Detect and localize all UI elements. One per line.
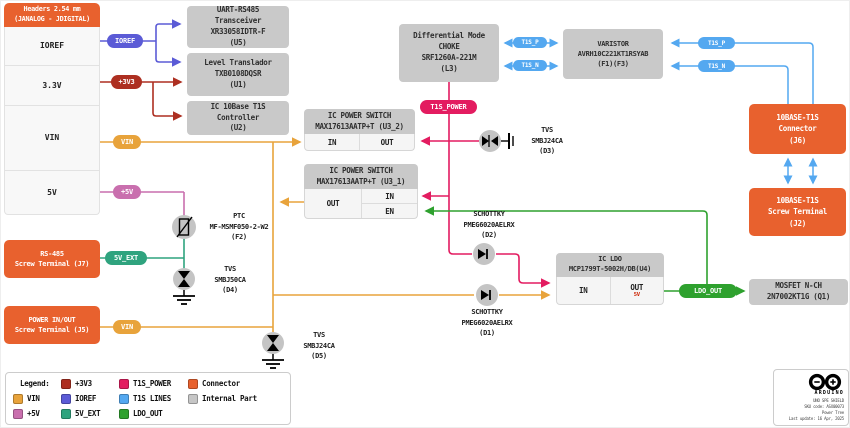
legend-swatch xyxy=(119,393,129,404)
branding-block: ARDUINO UNO SPE SHIELD SKU code: ASX0007… xyxy=(773,369,849,426)
legend-swatch xyxy=(13,393,23,404)
tvs-d5-icon xyxy=(262,332,284,369)
p5v-net xyxy=(100,191,185,216)
label-d1-schottky: SCHOTTKY PMEG6020AELRX (D1) xyxy=(461,308,513,337)
pin-vin: VIN xyxy=(5,104,99,170)
u3-1-en-pin: EN xyxy=(361,203,417,218)
u3-1-title: IC POWER SWITCH MAX17613AATP+T (U3_1) xyxy=(304,164,418,189)
component-u4-ldo: IC LDO MCP1799T-5002H/DB(U4) IN OUT 5V xyxy=(556,253,664,305)
legend-swatch xyxy=(188,378,198,389)
legend-swatch xyxy=(61,378,71,389)
connector-j5: POWER IN/OUT Screw Terminal (J5) xyxy=(4,306,100,344)
u4-title: IC LDO MCP1799T-5002H/DB(U4) xyxy=(556,253,664,277)
legend-item: Connector xyxy=(188,378,290,389)
u3-1-in-pin: IN xyxy=(361,189,417,203)
label-d5-tvs: TVS SMBJ24CA (D5) xyxy=(303,331,335,360)
legend-item: LDO_OUT xyxy=(119,408,188,419)
brand-info: UNO SPE SHIELD SKU code: ASX00073 Power … xyxy=(788,398,844,421)
net-pill-ioref: IOREF xyxy=(107,34,143,48)
net-pill-ldo-out: LDO_OUT xyxy=(679,284,737,298)
legend-item: 5V_EXT xyxy=(61,408,119,419)
brand-name: ARDUINO xyxy=(814,390,844,396)
legend: Legend: +3V3 T1S_POWER Connector VIN IOR… xyxy=(5,372,291,425)
net-pill-t1s-power: T1S_POWER xyxy=(420,100,477,114)
net-pill-vin-j5: VIN xyxy=(113,320,141,334)
component-q1-mosfet: MOSFET N-CH 2N7002KT1G (Q1) xyxy=(749,279,848,305)
u4-out-label: OUT xyxy=(630,282,644,292)
ptc-fuse-icon xyxy=(172,215,196,239)
p3v3-net xyxy=(100,77,183,121)
label-d2-schottky: SCHOTTKY PMEG6020AELRX (D2) xyxy=(463,210,515,239)
u3-1-out-pin: OUT xyxy=(326,199,340,208)
net-pill-t1s-p-left: T1S_P xyxy=(513,37,547,48)
schottky-d1-icon xyxy=(476,284,498,306)
u3-2-out-pin: OUT xyxy=(359,134,414,150)
schottky-d2-icon xyxy=(473,243,495,265)
legend-swatch xyxy=(61,393,71,404)
legend-swatch xyxy=(13,408,23,419)
tvs-d4-icon xyxy=(173,268,195,305)
pin-ioref: IOREF xyxy=(39,41,65,51)
component-l3-choke: Differential Mode CHOKE SRF1260A-221M (L… xyxy=(399,24,499,82)
legend-item: Internal Part xyxy=(188,393,290,404)
arduino-logo-icon xyxy=(808,373,842,391)
label-d4-tvs: TVS SMBJ50CA (D4) xyxy=(214,265,246,294)
net-pill-t1s-n-left: T1S_N xyxy=(513,60,547,71)
legend-item: T1S_POWER xyxy=(119,378,188,389)
u3-2-in-pin: IN xyxy=(327,137,337,147)
component-f1f3-varistor: VARISTOR AVRH10C221KT1RSYAB (F1)(F3) xyxy=(563,29,663,79)
connector-j6: 10BASE-T1S Connector (J6) xyxy=(749,104,846,154)
net-pill-vin: VIN xyxy=(113,135,141,149)
component-u1-level-translator: Level Translador TXB0108DQSR (U1) xyxy=(187,53,289,96)
connector-j7: RS-485 Screw Terminal (J7) xyxy=(4,240,100,278)
component-u5-uart-rs485: UART-RS485 Transceiver XR33058IDTR-F (U5… xyxy=(187,5,289,48)
component-u3-1-power-switch: IC POWER SWITCH MAX17613AATP+T (U3_1) OU… xyxy=(304,164,418,219)
net-pill-5v-ext: 5V_EXT xyxy=(105,251,147,265)
legend-title: Legend: xyxy=(20,379,50,388)
pin-5v: 5V xyxy=(5,169,99,214)
u4-out-pin: OUT 5V xyxy=(609,276,664,304)
u3-2-title: IC POWER SWITCH MAX17613AATP+T (U3_2) xyxy=(304,109,415,134)
component-u3-2-power-switch: IC POWER SWITCH MAX17613AATP+T (U3_2) IN… xyxy=(304,109,415,151)
connector-j2: 10BASE-T1S Screw Terminal (J2) xyxy=(749,188,846,236)
legend-item: IOREF xyxy=(61,393,119,404)
legend-item: T1S LINES xyxy=(119,393,188,404)
component-u2-t1s-controller: IC 10Base T1S Controller (U2) xyxy=(187,101,289,135)
tvs-d3-icon xyxy=(479,130,514,152)
legend-item: +3V3 xyxy=(61,378,119,389)
label-f2-ptc: PTC MF-MSMF050-2-W2 (F2) xyxy=(209,212,269,241)
legend-swatch xyxy=(119,378,129,389)
headers-title: Headers 2.54 mm (JANALOG - JDIGITAL) xyxy=(4,3,100,27)
legend-swatch xyxy=(61,408,71,419)
u4-in-pin: IN xyxy=(579,285,588,295)
headers-pin-list: IOREF 3.3V VIN 5V xyxy=(4,26,100,215)
net-pill-t1s-p-right: T1S_P xyxy=(698,37,735,49)
label-d3-tvs: TVS SMBJ24CA (D3) xyxy=(531,126,563,155)
net-pill-t1s-n-right: T1S_N xyxy=(698,60,735,72)
legend-swatch xyxy=(119,408,129,419)
arduino-headers-block: Headers 2.54 mm (JANALOG - JDIGITAL) IOR… xyxy=(4,3,100,215)
pin-3v3: 3.3V xyxy=(5,64,99,105)
legend-item: VIN xyxy=(13,393,61,404)
u4-out-voltage: 5V xyxy=(633,291,640,298)
net-pill-3v3: +3V3 xyxy=(111,75,142,89)
legend-swatch xyxy=(188,393,198,404)
legend-item: +5V xyxy=(13,408,61,419)
net-pill-5v: +5V xyxy=(113,185,141,199)
